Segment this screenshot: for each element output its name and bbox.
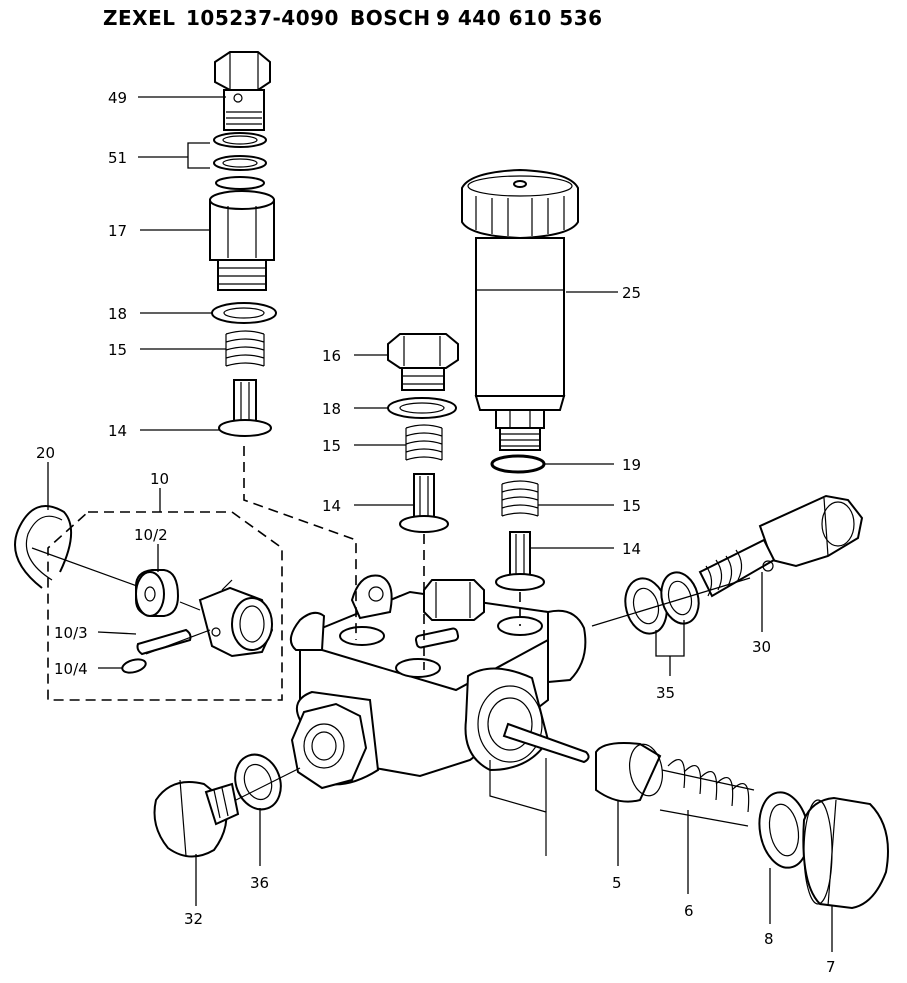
push-rod (502, 722, 590, 764)
cap-nut-7 (802, 796, 889, 910)
label-6: 6 (684, 902, 694, 920)
label-15-middle: 15 (322, 437, 341, 455)
plug-16 (387, 333, 459, 391)
pump-housing (289, 574, 587, 790)
label-5: 5 (612, 874, 622, 892)
label-18-left: 18 (108, 305, 127, 323)
sealing-washers-35 (624, 571, 700, 635)
header-part-number-bosch: 9 440 610 536 (436, 6, 603, 30)
label-7: 7 (826, 958, 836, 976)
assembly-line-left (243, 446, 357, 640)
spring-15-right (501, 480, 539, 517)
label-10-3: 10/3 (54, 624, 88, 642)
washer-18-middle (387, 397, 457, 419)
roller-tappet-10 (198, 579, 274, 658)
sleeve-5 (595, 742, 663, 803)
label-18-middle: 18 (322, 400, 341, 418)
washer-18-left (211, 302, 277, 324)
label-14-middle: 14 (322, 497, 341, 515)
spring-15-middle (405, 424, 443, 461)
label-30: 30 (752, 638, 771, 656)
spring-15-left (225, 330, 265, 367)
group-10-outline (47, 511, 283, 701)
label-35: 35 (656, 684, 675, 702)
washer-8 (758, 791, 810, 869)
valve-14-right (495, 531, 545, 591)
label-15-left: 15 (108, 341, 127, 359)
header-part-number-zexel: 105237-4090 (186, 6, 339, 30)
label-10-2: 10/2 (134, 526, 168, 544)
header-brand-zexel: ZEXEL (103, 6, 176, 30)
label-36: 36 (250, 874, 269, 892)
label-15-right: 15 (622, 497, 641, 515)
label-32: 32 (184, 910, 203, 928)
reference-bracket-5-6 (489, 760, 547, 856)
label-51: 51 (108, 149, 127, 167)
label-14-left: 14 (108, 422, 127, 440)
label-8: 8 (764, 930, 774, 948)
label-14-right: 14 (622, 540, 641, 558)
label-20: 20 (36, 444, 55, 462)
valve-14-middle (399, 473, 449, 533)
valve-14-left (218, 379, 272, 437)
union-nut-17 (209, 190, 275, 291)
roller-10-4 (121, 658, 147, 674)
header-brand-bosch: BOSCH (350, 6, 431, 30)
circlip-20 (14, 505, 149, 591)
spring-6 (659, 759, 755, 827)
label-10-4: 10/4 (54, 660, 88, 678)
label-16: 16 (322, 347, 341, 365)
o-ring-19 (490, 454, 546, 474)
banjo-bolt-49 (214, 51, 271, 131)
sealing-rings-51 (213, 132, 267, 190)
label-19: 19 (622, 456, 641, 474)
washer-36 (234, 753, 282, 811)
hand-primer-25 (461, 168, 579, 451)
pin-10-3 (136, 628, 192, 656)
label-17: 17 (108, 222, 127, 240)
label-10: 10 (150, 470, 169, 488)
piston-10-2 (135, 569, 180, 617)
plug-30 (698, 494, 864, 598)
label-25: 25 (622, 284, 641, 302)
label-49: 49 (108, 89, 127, 107)
plug-32 (153, 779, 240, 858)
